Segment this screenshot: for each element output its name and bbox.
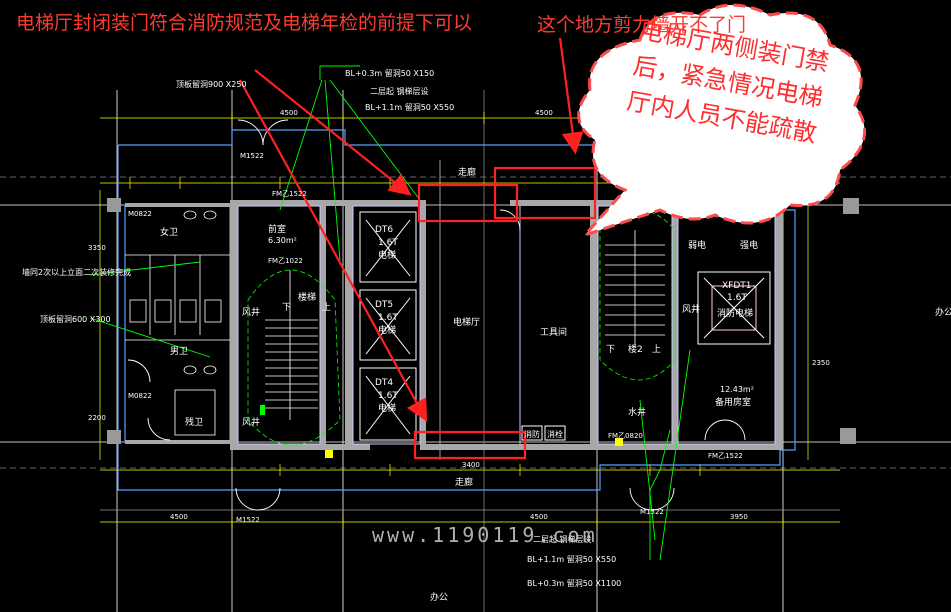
strong-elec: 强电 xyxy=(740,239,758,251)
callout-bl11: BL+1.1m 留洞50 X550 xyxy=(365,102,454,112)
standby-area: 12.43m² xyxy=(720,385,754,394)
elevator-dt5-spec: 1.6T xyxy=(378,313,398,323)
office-right: 办公 xyxy=(935,306,951,318)
door-fm-top: FM乙1522 xyxy=(272,190,307,198)
elevator-dt5-code: DT5 xyxy=(375,300,393,310)
room-male-wc: 男卫 xyxy=(170,346,188,357)
corridor-bottom: 走廊 xyxy=(455,476,473,488)
callout-bl03: BL+0.3m 留洞50 X150 xyxy=(345,68,434,78)
callout-bottom-bl03: BL+0.3m 留洞50 X1100 xyxy=(527,578,621,588)
watermark: www.1190119.com xyxy=(372,523,598,547)
top-right-note: 这个地方剪力墙开不了门 xyxy=(537,14,747,36)
top-left-note: 电梯厅封闭装门符合消防规范及电梯年检的前提下可以 xyxy=(16,12,473,34)
callout-bottom-bl11: BL+1.1m 留洞50 X550 xyxy=(527,554,616,564)
office-bottom: 办公 xyxy=(430,591,448,603)
door-m1522-bottom: M1522 xyxy=(236,516,260,524)
room-left-room-area: 6.30m² xyxy=(268,236,297,245)
shaft-right: 风井 xyxy=(682,303,700,315)
callout-roof-hole2: 顶板留洞600 X300 xyxy=(40,314,111,324)
room-female-wc: 女卫 xyxy=(160,226,178,238)
dim-right-v: 2350 xyxy=(812,359,830,367)
dim-mid: 3400 xyxy=(462,461,480,469)
door-m0822-left2: M0822 xyxy=(128,392,152,400)
callout-bottom-floor2: 二层起 钢梯层设 xyxy=(533,534,592,544)
elevator-dt4-note: 电梯 xyxy=(378,402,396,414)
stair-right-up: 上 xyxy=(652,344,661,355)
water-shaft: 水井 xyxy=(628,406,646,418)
callout-roof-hole: 顶板留洞900 X250 xyxy=(176,79,247,89)
corridor-top: 走廊 xyxy=(458,166,476,178)
dim-top-2: 4500 xyxy=(535,109,553,117)
dim-bottom-1: 4500 xyxy=(170,513,188,521)
stair-right-down: 下 xyxy=(606,345,615,355)
callout-floor2: 二层起 钢梯层设 xyxy=(370,86,429,96)
dim-left-v2: 2200 xyxy=(88,414,106,422)
door-m0822-left: M0822 xyxy=(128,210,152,218)
cloud-callout xyxy=(577,3,867,239)
stairs xyxy=(247,209,676,446)
stair-right-treads xyxy=(605,230,665,345)
elevator-dt4-code: DT4 xyxy=(375,378,393,388)
door-m1522-top: M1522 xyxy=(240,152,264,160)
fire-hydrant: 消防 xyxy=(524,429,540,439)
shaft-left-1: 风井 xyxy=(242,306,260,318)
tool-room: 工具间 xyxy=(540,326,567,338)
elevator-dt6-spec: 1.6T xyxy=(378,238,398,248)
stair-left-treads xyxy=(265,270,318,420)
door-fm-left: FM乙1022 xyxy=(268,257,303,265)
elec-room: 弱电 xyxy=(688,239,706,251)
dim-left-v1: 3350 xyxy=(88,244,106,252)
cad-labels: 顶板留洞900 X250 BL+0.3m 留洞50 X150 二层起 钢梯层设 … xyxy=(22,68,951,603)
dim-top-1: 4500 xyxy=(280,109,298,117)
toilet-stalls xyxy=(125,210,230,436)
door-fm-right: FM乙0820 xyxy=(608,432,643,440)
room-left-room: 前室 xyxy=(268,223,286,235)
arrows xyxy=(239,37,584,422)
elevator-xfdt1-code: XFDT1 xyxy=(722,281,752,291)
elevator-dt4-spec: 1.6T xyxy=(378,391,398,401)
stair-left-up: 上 xyxy=(322,302,331,313)
stair-left-label: 楼梯 xyxy=(298,291,316,303)
elevator-xfdt1-spec: 1.6T xyxy=(727,293,747,303)
column-markers xyxy=(107,198,859,444)
elevator-shafts xyxy=(359,211,771,441)
elevator-dt6-note: 电梯 xyxy=(378,249,396,261)
elevator-dt6-code: DT6 xyxy=(375,225,393,235)
room-accessible-wc: 残卫 xyxy=(185,416,203,428)
door-m1522-bottom2: M1522 xyxy=(640,508,664,516)
dim-bottom-2: 3950 xyxy=(730,513,748,521)
door-swings xyxy=(127,119,746,511)
elevator-dt5-note: 电梯 xyxy=(378,324,396,336)
elevator-xfdt1-note: 消防电梯 xyxy=(717,307,753,319)
stair-right-label: 楼2 xyxy=(628,343,643,355)
standby-room: 备用房室 xyxy=(715,396,751,408)
door-fm-bottom: FM乙1522 xyxy=(708,452,743,460)
dim-bottom-3: 4500 xyxy=(530,513,548,521)
callout-wall: 墙同2次以上立面二次装修完成 xyxy=(22,267,131,277)
shaft-left-2: 风井 xyxy=(242,416,260,428)
elevator-hall: 电梯厅 xyxy=(453,316,480,328)
pipe-label: 消栓 xyxy=(547,429,563,439)
highlight-boxes xyxy=(413,166,597,460)
stair-left-down: 下 xyxy=(282,303,291,313)
